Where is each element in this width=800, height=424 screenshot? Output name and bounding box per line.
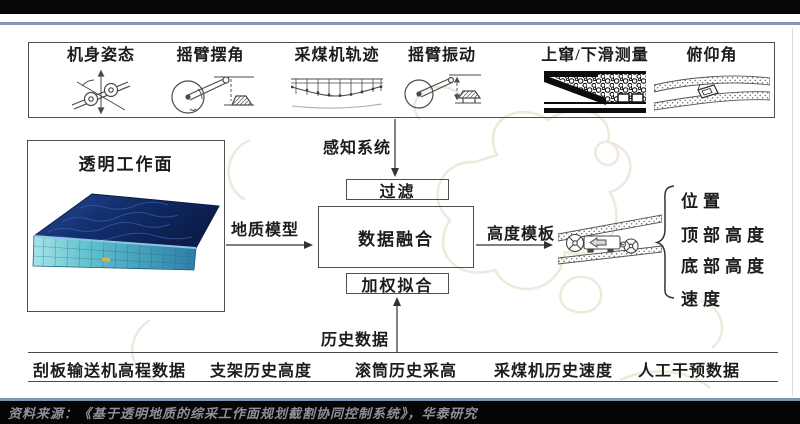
body-attitude-icon	[71, 69, 131, 115]
weighted-fit-box: 加权拟合	[346, 273, 449, 295]
output-position: 位置	[681, 192, 725, 211]
shearer-output-illustration	[558, 214, 662, 265]
top-accent-rule	[0, 22, 800, 25]
sensor-label: 俯仰角	[686, 47, 738, 64]
sensor-item-creep-slide: 上窜/下滑测量	[532, 46, 658, 116]
sensor-item-pitch-angle: 俯仰角	[652, 46, 772, 116]
history-source-manual: 人工干预数据	[638, 363, 741, 380]
source-footer: 资料来源：《基于透明地质的综采工作面规划截割协同控制系统》，华泰研究	[0, 401, 800, 424]
history-data-label: 历史数据	[321, 332, 390, 349]
output-speed: 速度	[681, 290, 725, 309]
sensor-label: 摇臂振动	[407, 47, 476, 64]
history-source-conveyor: 刮板输送机高程数据	[33, 363, 187, 380]
data-fusion-box: 数据融合	[318, 206, 474, 268]
terrain-3d-image	[32, 193, 220, 271]
output-bottom-height: 底部高度	[681, 257, 769, 276]
output-top-height: 顶部高度	[681, 226, 769, 245]
pitch-angle-icon	[654, 75, 770, 111]
sensor-item-shearer-trajectory: 采煤机轨迹	[283, 46, 391, 116]
shearer-trajectory-icon	[291, 78, 383, 109]
bottom-accent-rule	[0, 398, 800, 401]
geology-model-label: 地质模型	[231, 222, 300, 239]
weighted-fit-label: 加权拟合	[361, 277, 434, 295]
rocker-vibration-icon	[404, 74, 481, 109]
history-source-support: 支架历史高度	[210, 363, 313, 380]
height-template-label: 高度模板	[487, 226, 556, 243]
data-fusion-label: 数据融合	[358, 229, 434, 249]
sensor-item-rocker-vibration: 摇臂振动	[396, 46, 488, 116]
filter-box: 过滤	[346, 179, 449, 201]
history-row-bottom-rule	[28, 381, 778, 383]
sensor-panel	[28, 42, 775, 118]
page-edge-line	[792, 28, 793, 396]
history-source-drum: 滚筒历史采高	[355, 363, 458, 380]
workface-title: 透明工作面	[78, 155, 174, 174]
top-black-bar	[0, 0, 800, 14]
sensor-label: 采煤机轨迹	[294, 47, 380, 64]
perception-system-label: 感知系统	[323, 140, 392, 157]
filter-box-label: 过滤	[379, 183, 416, 201]
history-source-shearer: 采煤机历史速度	[494, 363, 614, 380]
sensor-label: 机身姿态	[66, 47, 135, 64]
workface-box	[27, 140, 225, 312]
sensor-label: 上窜/下滑测量	[541, 47, 649, 64]
sensor-item-body-attitude: 机身姿态	[54, 46, 148, 116]
source-text: 资料来源：《基于透明地质的综采工作面规划截割协同控制系统》，华泰研究	[8, 406, 478, 421]
sensor-label: 摇臂摆角	[176, 47, 245, 64]
history-row-top-rule	[28, 352, 778, 354]
rocker-swing-angle-icon	[170, 76, 254, 114]
creep-slide-measurement-icon	[544, 71, 646, 113]
sensor-item-rocker-swing: 摇臂摆角	[163, 46, 258, 116]
